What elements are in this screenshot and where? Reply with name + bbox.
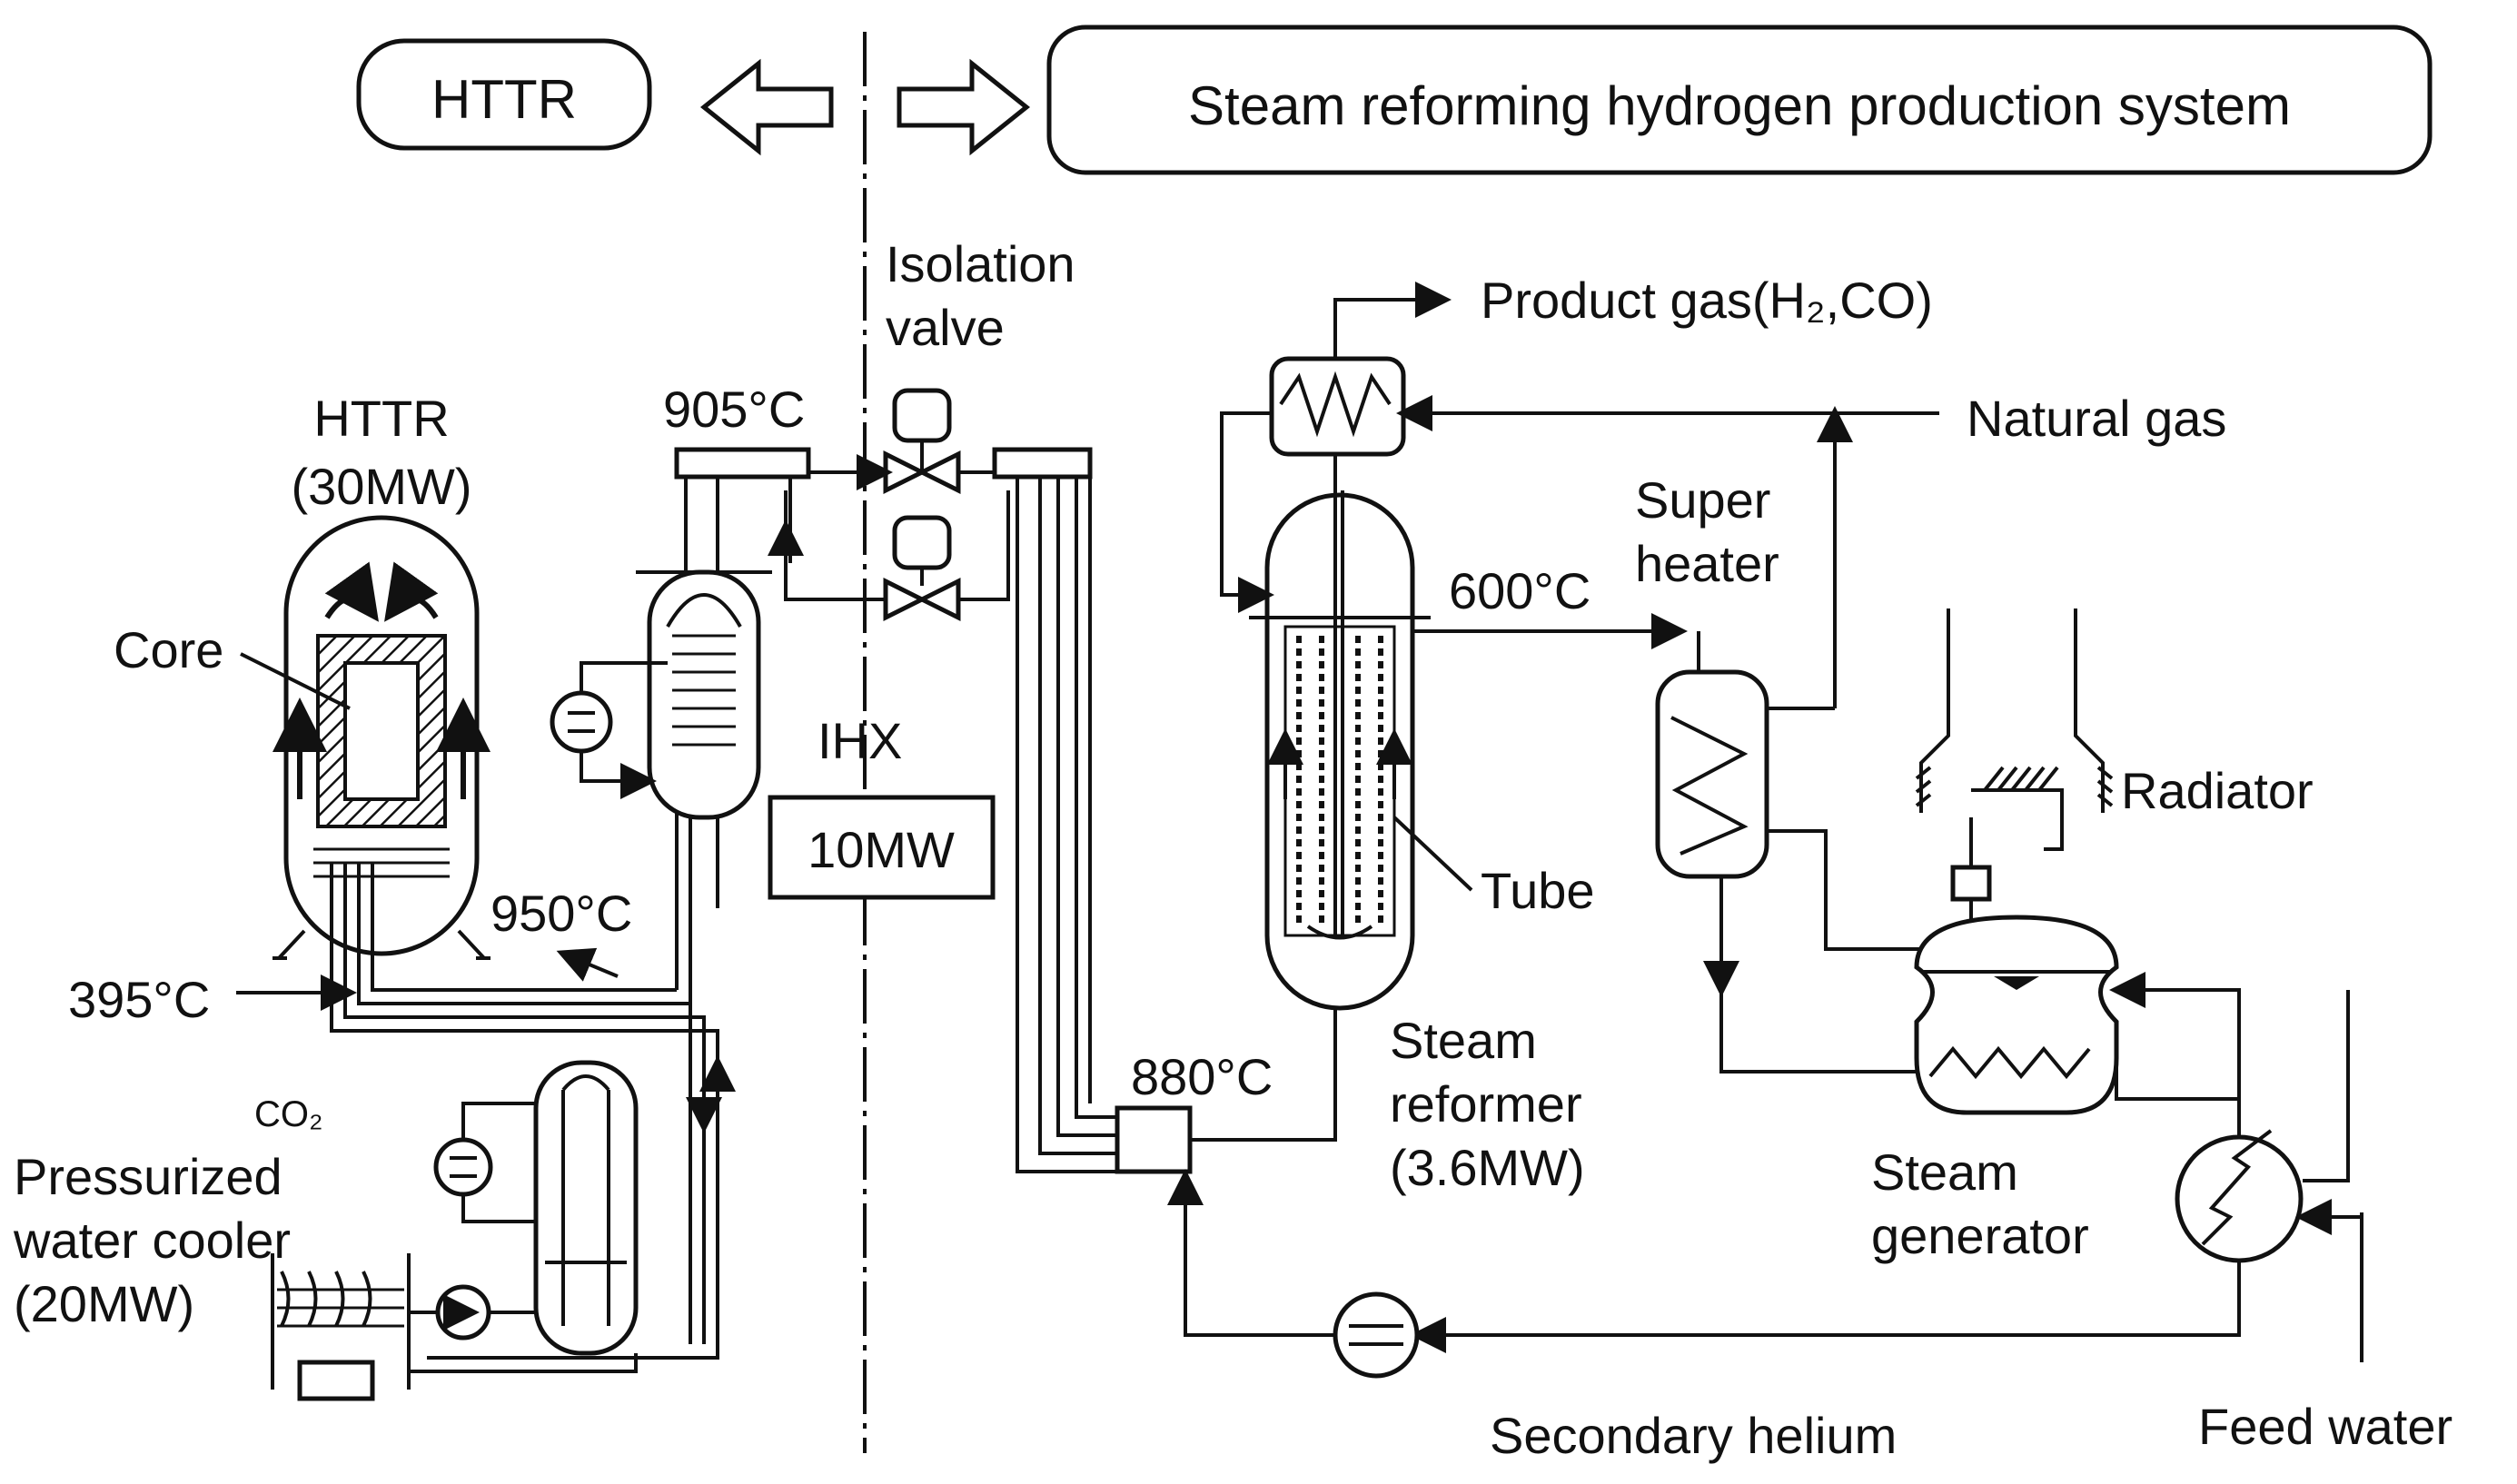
isolation-valve-lower-icon: [883, 515, 961, 622]
isolation-valve-upper-icon: [883, 388, 961, 495]
product-gas-exchanger: [1220, 282, 1452, 613]
ihx-power-label: 10MW: [808, 821, 955, 878]
cooler-label-line3: (20MW): [14, 1275, 194, 1332]
httr-label-line2: (30MW): [291, 458, 471, 515]
ihx-power-box: 10MW: [768, 795, 996, 900]
isolation-valve-piping: [768, 447, 1093, 601]
superheater-label-line2: heater: [1635, 535, 1779, 592]
superheater: [1655, 631, 1935, 1073]
reformer-label-line2: reformer: [1390, 1075, 1582, 1133]
cooler-pump-icon: [435, 1284, 536, 1341]
cooler-circulator-icon: [433, 1102, 536, 1223]
superheater-label-line1: Super: [1635, 471, 1770, 529]
temp-600-label: 600°C: [1449, 562, 1590, 619]
tube-label: Tube: [1481, 862, 1595, 919]
reformer-label-line3: (3.6MW): [1390, 1139, 1585, 1196]
reformer-label-line1: Steam: [1390, 1012, 1537, 1069]
cooler-label-line1: Pressurized: [14, 1148, 282, 1205]
secondary-helium-label: Secondary helium: [1490, 1407, 1897, 1464]
temp-950-label: 950°C: [491, 885, 632, 942]
natural-gas-line: [1396, 395, 1939, 708]
product-gas-label: Product gas(H₂,CO): [1481, 272, 1933, 329]
pressurized-water-cooler: [533, 1060, 639, 1356]
hydrogen-system-header-label: Steam reforming hydrogen production syst…: [1188, 75, 2291, 136]
httr-header-label: HTTR: [431, 69, 577, 130]
isolation-valve-label-line1: Isolation: [886, 235, 1075, 292]
httr-label-line1: HTTR: [313, 390, 449, 447]
temp-905-label: 905°C: [663, 381, 805, 438]
sg-label-line1: Steam: [1871, 1143, 2018, 1201]
core-label: Core: [114, 621, 223, 678]
httr-header-box: HTTR: [356, 38, 652, 151]
temp-880-label: 880°C: [1131, 1048, 1273, 1105]
feed-water-heater-icon: [2109, 972, 2363, 1362]
feed-water-label: Feed water: [2198, 1398, 2453, 1455]
hydrogen-system-header-box: Steam reforming hydrogen production syst…: [1046, 25, 2433, 175]
secondary-helium-circulator-icon: [1333, 1291, 1420, 1379]
core-leader-line: [240, 652, 351, 710]
left-hollow-arrow-icon: [699, 58, 834, 156]
tube-leader-line: [1392, 816, 1473, 892]
right-hollow-arrow-icon: [897, 58, 1031, 156]
steam-reformer-vessel: [1249, 490, 1431, 1011]
ihx-circulator-icon: [550, 661, 668, 799]
ihx-label: IHX: [818, 712, 902, 769]
sg-label-line2: generator: [1871, 1207, 2089, 1264]
cooler-air-radiator: [271, 1253, 638, 1401]
steam-generator: [1914, 915, 2119, 1115]
radiator-label: Radiator: [2121, 762, 2314, 819]
cooler-label-line2: water cooler: [13, 1212, 291, 1269]
secondary-helium-return-line: [1167, 1044, 2241, 1353]
ihx-heat-exchanger: [636, 447, 811, 820]
radiator: [1915, 608, 2114, 926]
co2-label: CO₂: [254, 1094, 323, 1134]
isolation-valve-label-line2: valve: [886, 299, 1005, 356]
temp-395-label: 395°C: [68, 971, 210, 1028]
httr-reactor-vessel: [273, 515, 491, 960]
natural-gas-label: Natural gas: [1967, 390, 2226, 447]
